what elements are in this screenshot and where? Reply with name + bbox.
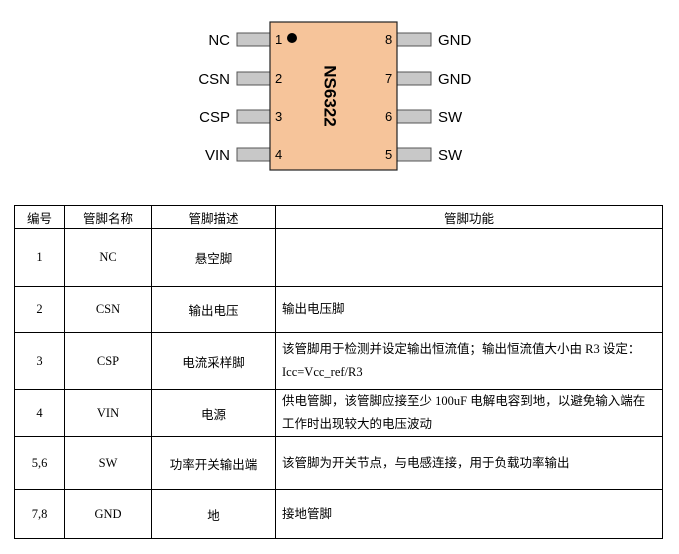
pin-label-2: CSN [198,71,230,88]
table-row: 3 CSP 电流采样脚 该管脚用于检测并设定输出恒流值；输出恒流值大小由 R3 … [14,332,663,390]
table-row: 5,6 SW 功率开关输出端 该管脚为开关节点，与电感连接，用于负载功率输出 [14,436,663,490]
row-pin-name: GND [64,489,152,539]
pin-1-dot-icon [287,33,297,43]
pin-lead-1 [236,32,271,47]
pin-num-7: 7 [385,71,392,86]
pin-lead-5 [396,147,432,162]
row-pin-name: SW [64,436,152,490]
row-pin-name: CSP [64,332,152,390]
row-pin-description: 电流采样脚 [151,332,276,390]
header-pin-name: 管脚名称 [64,205,152,229]
row-pin-function: 接地管脚 [275,489,663,539]
chip-name: NS6322 [321,65,340,126]
pin-label-3: CSP [199,109,230,126]
pin-num-8: 8 [385,32,392,47]
row-pin-function [275,228,663,287]
row-number: 7,8 [14,489,65,539]
pin-num-4: 4 [275,147,282,162]
pin-label-5: SW [438,147,463,164]
table-header-row: 编号 管脚名称 管脚描述 管脚功能 [14,205,663,229]
table-row: 2 CSN 输出电压 输出电压脚 [14,286,663,333]
chip-pinout-diagram: NS6322 1 2 3 4 8 7 6 5 NC CSN CSP VIN GN… [198,21,472,171]
row-pin-function: 该管脚用于检测并设定输出恒流值；输出恒流值大小由 R3 设定：Icc=Vcc_r… [275,332,663,390]
row-number: 4 [14,389,65,437]
row-pin-description: 电源 [151,389,276,437]
row-pin-function: 供电管脚，该管脚应接至少 100uF 电解电容到地，以避免输入端在工作时出现较大… [275,389,663,437]
row-pin-function: 该管脚为开关节点，与电感连接，用于负载功率输出 [275,436,663,490]
pin-lead-7 [396,71,432,86]
row-pin-name: CSN [64,286,152,333]
row-pin-description: 悬空脚 [151,228,276,287]
header-pin-description: 管脚描述 [151,205,276,229]
pin-lead-2 [236,71,271,86]
header-pin-function: 管脚功能 [275,205,663,229]
pin-label-6: SW [438,109,463,126]
table-row: 4 VIN 电源 供电管脚，该管脚应接至少 100uF 电解电容到地，以避免输入… [14,389,663,437]
pin-num-5: 5 [385,147,392,162]
pin-num-1: 1 [275,32,282,47]
pin-lead-8 [396,32,432,47]
pin-label-7: GND [438,71,472,88]
pin-num-2: 2 [275,71,282,86]
header-number: 编号 [14,205,65,229]
row-number: 2 [14,286,65,333]
row-pin-function: 输出电压脚 [275,286,663,333]
pin-num-6: 6 [385,109,392,124]
pin-function-table: 编号 管脚名称 管脚描述 管脚功能 1 NC 悬空脚 2 CSN 输出电压 输出… [14,205,663,539]
row-pin-description: 输出电压 [151,286,276,333]
row-pin-name: VIN [64,389,152,437]
chip-body [269,21,398,171]
table-row: 1 NC 悬空脚 [14,228,663,287]
row-number: 1 [14,228,65,287]
pin-label-4: VIN [205,147,230,164]
table-row: 7,8 GND 地 接地管脚 [14,489,663,539]
pin-label-1: NC [208,32,230,49]
pin-lead-6 [396,109,432,124]
row-pin-description: 地 [151,489,276,539]
row-pin-name: NC [64,228,152,287]
row-pin-description: 功率开关输出端 [151,436,276,490]
pin-lead-3 [236,109,271,124]
pin-label-8: GND [438,32,472,49]
pin-lead-4 [236,147,271,162]
row-number: 5,6 [14,436,65,490]
pin-num-3: 3 [275,109,282,124]
row-number: 3 [14,332,65,390]
